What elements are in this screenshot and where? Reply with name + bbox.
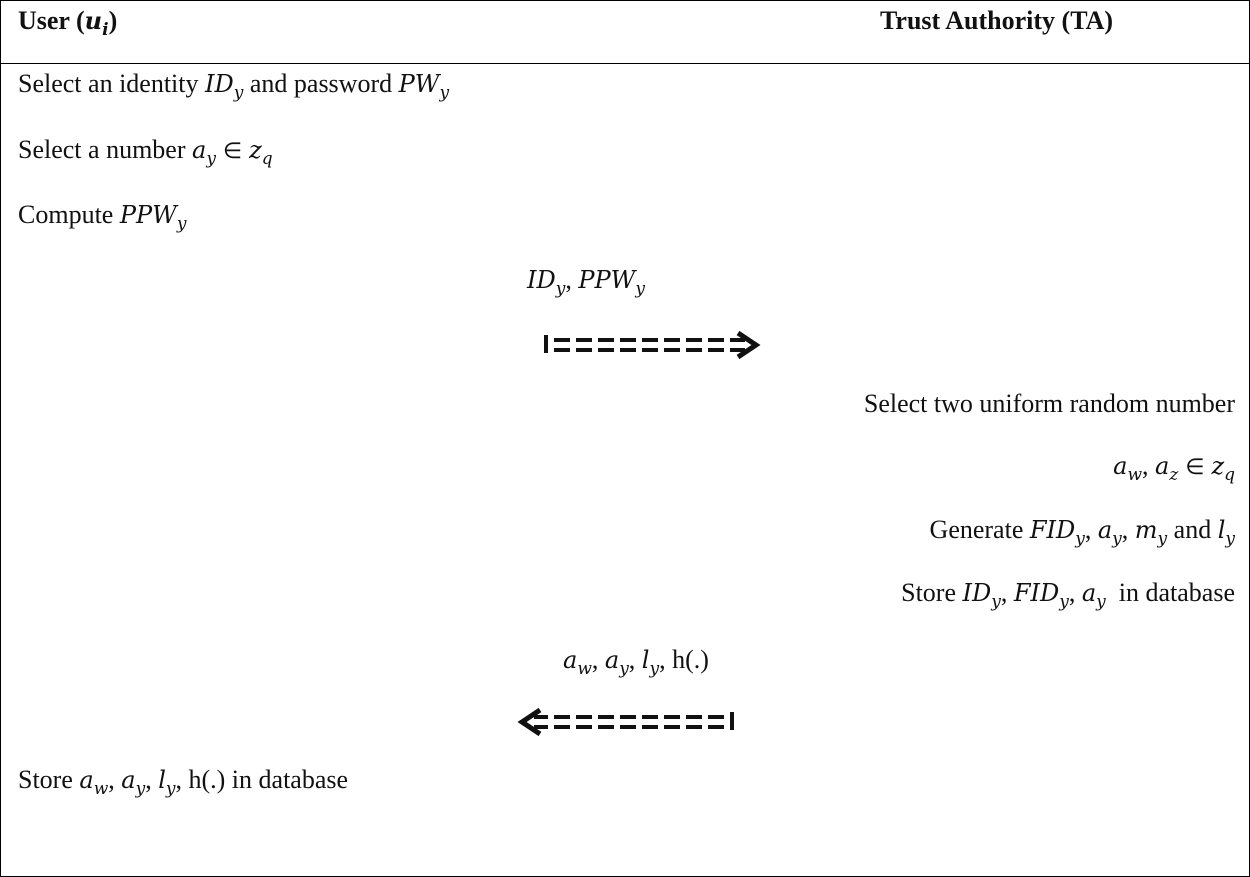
user-symbol: ui bbox=[84, 6, 109, 40]
user-step-select-number: Select a number ay ∈ zq bbox=[18, 135, 273, 169]
message-ta-to-user-label: aw, ay, ly, h(.) bbox=[563, 645, 709, 679]
ta-step-random-values: aw, az ∈ zq bbox=[1113, 451, 1235, 485]
ta-step-generate: Generate FIDy, ay, my and ly bbox=[929, 515, 1235, 549]
arrow-right-icon bbox=[544, 330, 761, 360]
user-step-store-values: Store aw, ay, ly, h(.) in database bbox=[18, 765, 349, 799]
ta-column-header: Trust Authority (TA) bbox=[880, 6, 1114, 35]
user-step-compute: Compute PPWy bbox=[18, 200, 187, 234]
ta-step-select-random: Select two uniform random number bbox=[863, 389, 1235, 418]
user-column-header: User (ui) bbox=[18, 6, 118, 40]
header-divider bbox=[0, 63, 1250, 64]
message-user-to-ta-label: IDy, PPWy bbox=[527, 265, 645, 299]
ta-step-store: Store IDy, FIDy, ay in database bbox=[901, 578, 1235, 612]
arrow-left-icon bbox=[517, 707, 734, 737]
user-step-select-identity: Select an identity IDy and password PWy bbox=[18, 69, 450, 103]
